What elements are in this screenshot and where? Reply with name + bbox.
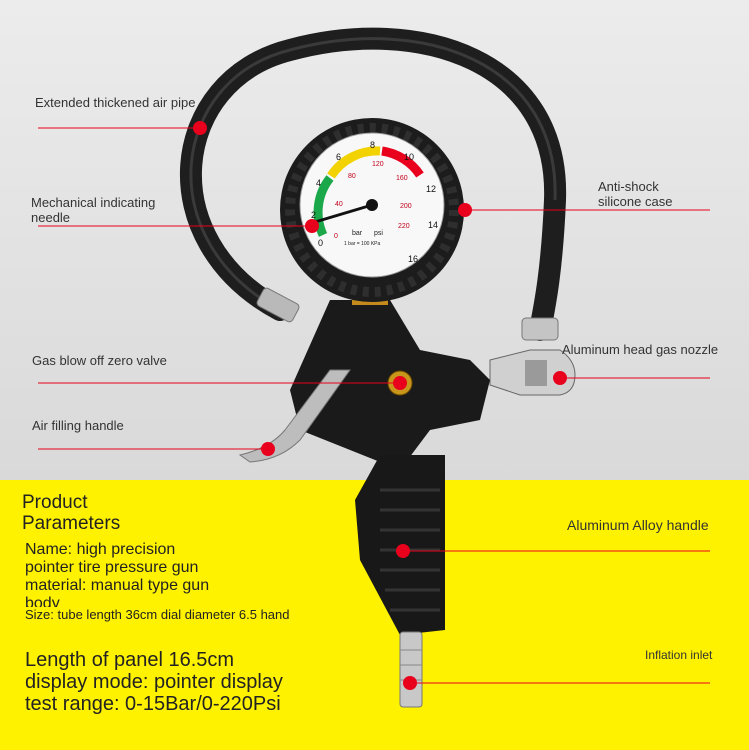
label-silicone-case: Anti-shock silicone case bbox=[598, 179, 673, 209]
bar-tick-8: 8 bbox=[370, 140, 375, 150]
bar-tick-6: 6 bbox=[336, 152, 341, 162]
psi-tick-160: 160 bbox=[396, 175, 408, 182]
param-name-line2: pointer tire pressure gun bbox=[25, 559, 199, 576]
parameters-details: Name: high precision pointer tire pressu… bbox=[25, 541, 290, 622]
trigger-lever bbox=[238, 369, 351, 463]
inflation-inlet-fitting bbox=[399, 631, 423, 708]
gauge-red-zone bbox=[381, 146, 424, 178]
bar-tick-16: 16 bbox=[408, 254, 418, 264]
gauge-unit-bar: bar bbox=[352, 230, 363, 237]
parameters-specs: Length of panel 16.5cm display mode: poi… bbox=[25, 649, 283, 715]
bar-tick-2: 2 bbox=[311, 210, 316, 220]
parameters-title-line1: Product bbox=[22, 492, 88, 513]
marker-silicone-case bbox=[458, 203, 472, 217]
marker-needle bbox=[305, 219, 319, 233]
psi-tick-220: 220 bbox=[398, 223, 410, 230]
param-material-line2: body bbox=[25, 595, 60, 607]
param-size: Size: tube length 36cm dial diameter 6.5… bbox=[25, 607, 290, 622]
bar-tick-4: 4 bbox=[316, 178, 321, 188]
marker-filling-handle bbox=[261, 442, 275, 456]
parameters-title-line2: Parameters bbox=[22, 513, 121, 534]
bar-tick-0: 0 bbox=[318, 238, 323, 248]
gauge-green-zone bbox=[313, 175, 334, 237]
param-display-mode: display mode: pointer display bbox=[25, 671, 283, 693]
parameters-block: Product Parameters bbox=[22, 492, 120, 534]
bar-tick-10: 10 bbox=[404, 152, 414, 162]
psi-tick-0: 0 bbox=[334, 233, 338, 240]
label-inlet: Inflation inlet bbox=[645, 648, 713, 662]
psi-tick-200: 200 bbox=[400, 203, 412, 210]
label-nozzle: Aluminum head gas nozzle bbox=[562, 342, 719, 357]
label-needle: Mechanical indicating needle bbox=[31, 195, 156, 225]
gauge-unit-psi: psi bbox=[374, 230, 383, 237]
marker-air-pipe bbox=[193, 121, 207, 135]
param-panel-length: Length of panel 16.5cm bbox=[25, 649, 235, 671]
marker-alloy-handle bbox=[396, 544, 410, 558]
psi-tick-40: 40 bbox=[335, 201, 343, 208]
param-test-range: test range: 0-15Bar/0-220Psi bbox=[25, 693, 281, 715]
gauge-needle bbox=[314, 203, 373, 224]
marker-nozzle bbox=[553, 371, 567, 385]
hose-fitting-left bbox=[256, 287, 300, 323]
label-air-pipe: Extended thickened air pipe bbox=[35, 95, 196, 110]
gauge-yellow-zone bbox=[327, 146, 381, 179]
marker-inlet bbox=[403, 676, 417, 690]
label-alloy-handle: Aluminum Alloy handle bbox=[567, 517, 709, 533]
param-material-line1: material: manual type gun bbox=[25, 577, 210, 594]
bar-tick-12: 12 bbox=[426, 184, 436, 194]
psi-tick-80: 80 bbox=[348, 173, 356, 180]
bar-tick-14: 14 bbox=[428, 220, 438, 230]
marker-zero-valve bbox=[393, 376, 407, 390]
hose-fitting-right bbox=[521, 317, 559, 341]
label-filling-handle: Air filling handle bbox=[32, 418, 124, 433]
psi-tick-120: 120 bbox=[372, 161, 384, 168]
label-zero-valve: Gas blow off zero valve bbox=[32, 353, 167, 368]
gauge-footnote: 1 bar = 100 KPa bbox=[344, 241, 380, 247]
param-name-line1: Name: high precision bbox=[25, 541, 176, 558]
